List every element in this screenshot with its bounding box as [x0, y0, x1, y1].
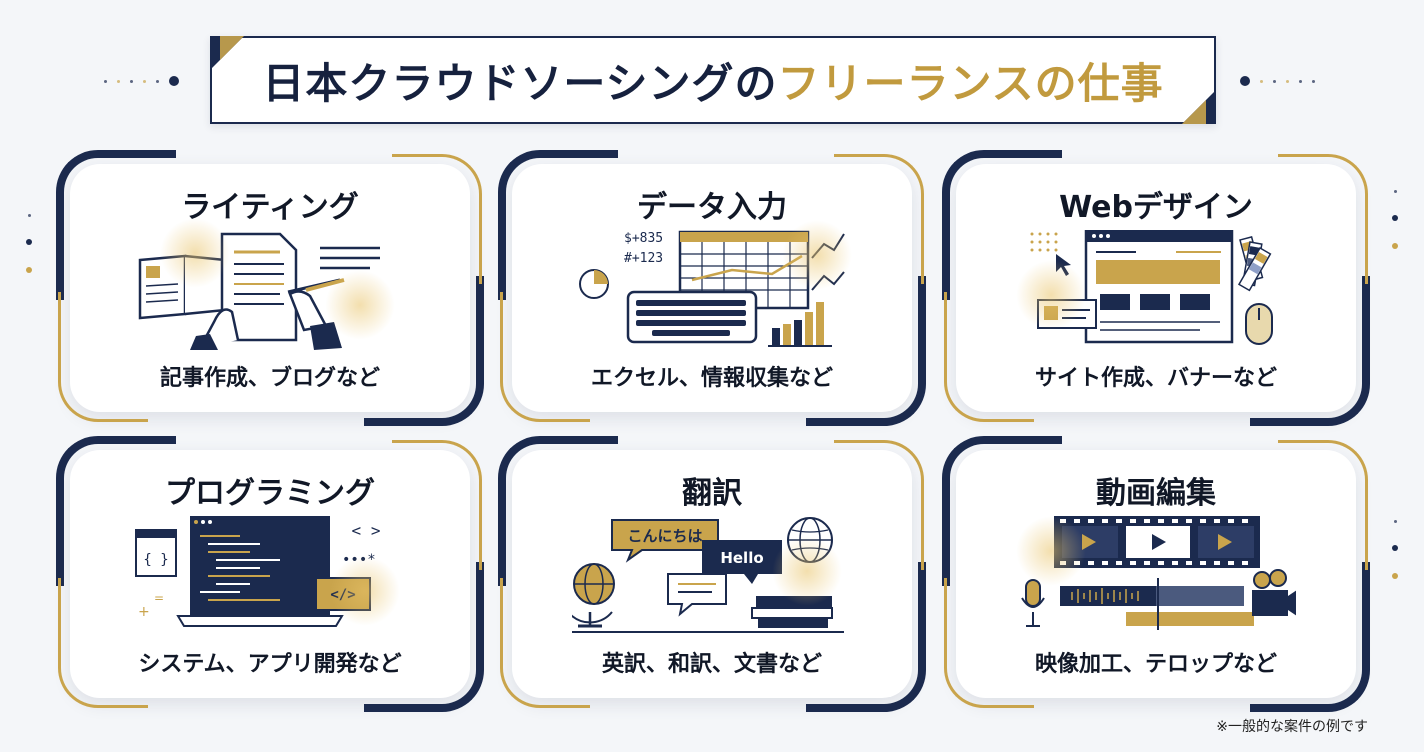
glow-decoration	[772, 536, 842, 606]
card-title: ライティング	[181, 190, 359, 225]
glow-decoration	[160, 218, 230, 288]
card-title: プログラミング	[165, 476, 375, 511]
card-frame	[58, 292, 148, 422]
bubble-en-text: Hello	[720, 549, 763, 567]
glow-decoration	[1016, 260, 1086, 330]
bubble-jp-text: こんにちは	[627, 527, 702, 545]
glow-decoration	[325, 270, 395, 340]
card-frame	[944, 292, 1034, 422]
card-description: 映像加工、テロップなど	[1034, 652, 1277, 677]
card-data-entry: データ入力 $+835 #+123	[498, 150, 926, 426]
card-description: サイト作成、バナーなど	[1034, 366, 1277, 391]
page-title: 日本クラウドソーシングのフリーランスの仕事	[262, 50, 1163, 111]
glow-decoration	[1016, 516, 1086, 586]
card-frame	[1250, 562, 1370, 712]
card-frame	[834, 440, 924, 570]
svg-text:=: =	[154, 591, 164, 605]
dot	[1260, 79, 1263, 83]
dot	[26, 267, 32, 273]
dot	[1240, 76, 1250, 86]
data-value-2: #+123	[624, 251, 663, 266]
data-value-1: $+835	[624, 231, 663, 246]
card-description: 英訳、和訳、文書など	[601, 652, 822, 677]
title-banner: 日本クラウドソーシングのフリーランスの仕事	[210, 36, 1216, 124]
card-programming: プログラミング { } + =	[56, 436, 484, 712]
card-frame	[392, 440, 482, 570]
svg-text:+: +	[138, 604, 150, 620]
dot	[104, 79, 107, 83]
card-video-editing: 動画編集	[942, 436, 1370, 712]
dot	[143, 79, 146, 83]
glow-decoration	[330, 556, 400, 626]
dot	[1392, 573, 1398, 579]
card-frame	[944, 578, 1034, 708]
angle-text: < >	[352, 521, 381, 540]
dot	[156, 79, 159, 83]
dot	[27, 214, 31, 217]
card-description: システム、アプリ開発など	[138, 652, 402, 677]
dot	[1299, 79, 1302, 83]
card-writing: ライティング	[56, 150, 484, 426]
dot	[169, 76, 179, 86]
dot	[130, 79, 133, 83]
title-right-dots	[1240, 76, 1315, 86]
data-entry-icon: $+835 #+123	[572, 220, 852, 350]
card-frame	[56, 436, 176, 586]
right-side-dots-lower	[1392, 520, 1398, 579]
card-frame	[500, 578, 590, 708]
dot	[1286, 79, 1289, 83]
card-web-design: Webデザイン	[942, 150, 1370, 426]
card-title: データ入力	[637, 190, 787, 225]
video-editing-icon	[1016, 516, 1300, 636]
banner-corner-decoration	[220, 36, 244, 60]
dot	[1393, 190, 1397, 193]
dot	[1392, 243, 1398, 249]
card-frame	[1278, 154, 1368, 284]
dot	[1392, 215, 1398, 221]
page-title-main: 日本クラウドソーシングの	[262, 58, 778, 108]
card-frame	[834, 154, 924, 284]
glow-decoration	[782, 220, 852, 290]
card-frame	[498, 436, 618, 586]
banner-corner-decoration	[1182, 100, 1206, 124]
card-frame	[392, 154, 482, 284]
braces-text: { }	[143, 552, 168, 568]
dot	[26, 239, 32, 245]
card-frame	[806, 276, 926, 426]
right-side-dots	[1392, 190, 1398, 249]
title-left-dots	[104, 76, 179, 86]
programming-icon: { } + =	[130, 516, 410, 636]
card-frame	[58, 578, 148, 708]
card-description: エクセル、情報収集など	[590, 366, 833, 391]
card-frame	[942, 436, 1062, 586]
dot	[1273, 79, 1276, 83]
card-frame	[364, 276, 484, 426]
dot	[1393, 520, 1397, 523]
page-title-accent: フリーランスの仕事	[777, 58, 1164, 108]
card-frame	[56, 150, 176, 300]
card-title: 動画編集	[1096, 476, 1216, 511]
writing-icon	[130, 218, 410, 350]
card-translation: 翻訳 こんにちは Hello	[498, 436, 926, 712]
web-design-icon	[1016, 228, 1296, 350]
card-title: Webデザイン	[1059, 190, 1253, 225]
translation-icon: こんにちは Hello	[560, 516, 852, 636]
card-title: 翻訳	[682, 476, 742, 511]
dot	[1312, 79, 1315, 83]
card-frame	[1250, 276, 1370, 426]
card-frame	[806, 562, 926, 712]
footnote: ※一般的な案件の例です	[1216, 719, 1368, 735]
card-description: 記事作成、ブログなど	[159, 366, 380, 391]
dot	[117, 79, 120, 83]
card-frame	[500, 292, 590, 422]
left-side-dots	[26, 214, 32, 273]
card-frame	[1278, 440, 1368, 570]
dot	[1392, 545, 1398, 551]
card-frame	[942, 150, 1062, 300]
card-frame	[498, 150, 618, 300]
card-frame	[364, 562, 484, 712]
